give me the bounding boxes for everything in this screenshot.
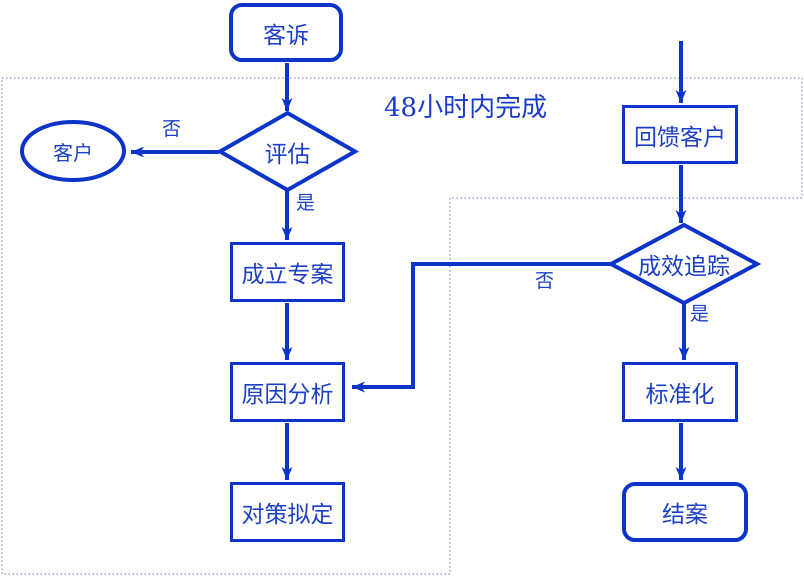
evaluate-diamond-shape xyxy=(215,110,360,193)
edge-label-no-right: 否 xyxy=(535,270,555,292)
node-complaint: 客诉 xyxy=(229,3,343,62)
node-project-label: 成立专案 xyxy=(241,262,334,288)
node-countermeasure: 对策拟定 xyxy=(230,482,345,542)
edge-label-no-left: 否 xyxy=(162,118,182,140)
node-standardize: 标准化 xyxy=(622,362,738,422)
arrow-tracking-no-to-analysis xyxy=(352,262,611,393)
node-analysis-label: 原因分析 xyxy=(241,382,334,408)
node-close: 结案 xyxy=(622,482,748,542)
edge-label-yes-right: 是 xyxy=(690,303,710,325)
dashed-region-border xyxy=(1,77,803,575)
node-project: 成立专案 xyxy=(230,242,345,302)
node-countermeasure-label: 对策拟定 xyxy=(241,502,334,528)
tracking-diamond-shape xyxy=(606,222,762,306)
node-feedback: 回馈客户 xyxy=(622,105,738,164)
node-complaint-label: 客诉 xyxy=(263,22,309,49)
node-feedback-label: 回馈客户 xyxy=(634,124,726,151)
edge-label-yes-left: 是 xyxy=(296,192,316,214)
node-analysis: 原因分析 xyxy=(230,362,345,422)
node-standardize-label: 标准化 xyxy=(645,382,715,408)
note-48-hours: 48小时内完成 xyxy=(384,93,548,123)
customer-ellipse-shape xyxy=(20,120,126,182)
node-close-label: 结案 xyxy=(662,502,708,528)
